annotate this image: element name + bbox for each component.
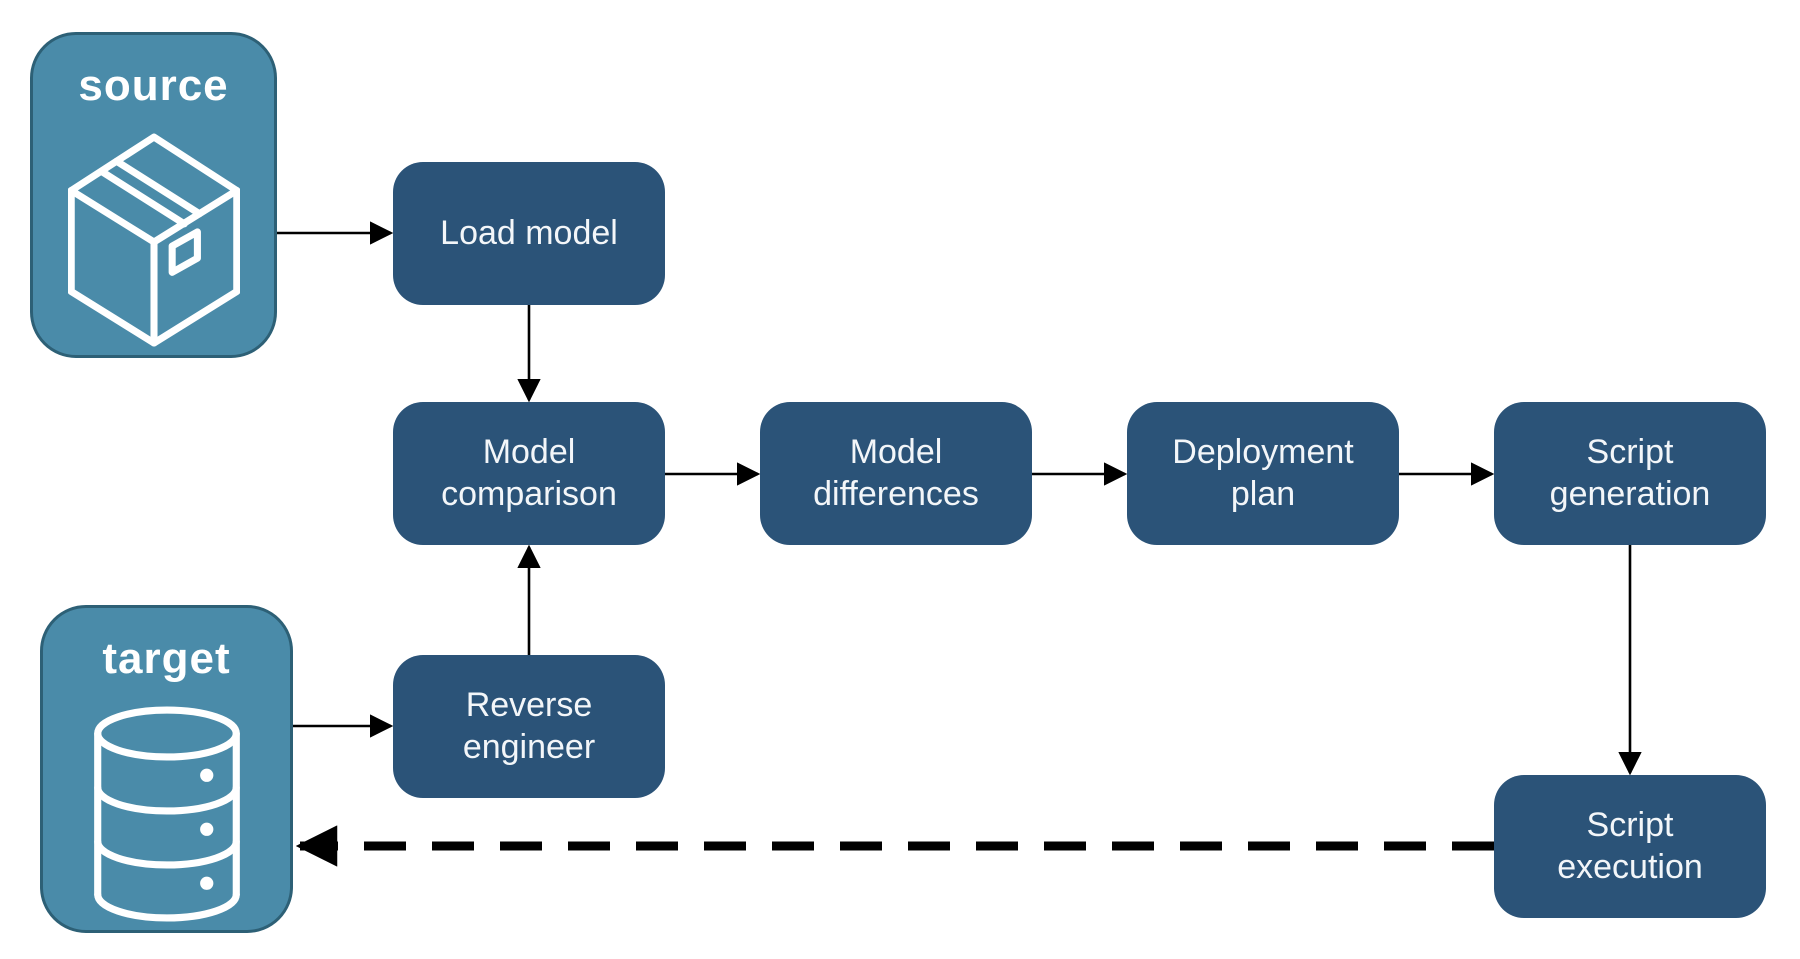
step-model-comparison: Model comparison <box>393 402 665 545</box>
entity-source-label: source <box>78 61 229 110</box>
step-script-generation: Script generation <box>1494 402 1766 545</box>
step-load-model-label: Load model <box>440 213 618 252</box>
step-deployment-plan-label: Deployment plan <box>1172 433 1354 513</box>
step-model-differences-label: Model differences <box>813 433 979 513</box>
step-reverse-engineer-label: Reverse engineer <box>462 686 596 766</box>
step-load-model: Load model <box>393 162 665 305</box>
step-model-differences: Model differences <box>760 402 1032 545</box>
step-model-comparison-label: Model comparison <box>441 433 617 513</box>
package-icon <box>67 133 240 347</box>
entity-source: source <box>30 32 277 358</box>
database-icon <box>92 706 242 922</box>
step-script-execution-label: Script execution <box>1557 806 1703 886</box>
step-deployment-plan: Deployment plan <box>1127 402 1399 545</box>
entity-target-label: target <box>102 634 231 683</box>
step-script-execution: Script execution <box>1494 775 1766 918</box>
step-script-generation-label: Script generation <box>1549 433 1711 513</box>
entity-target: target <box>40 605 293 933</box>
step-reverse-engineer: Reverse engineer <box>393 655 665 798</box>
